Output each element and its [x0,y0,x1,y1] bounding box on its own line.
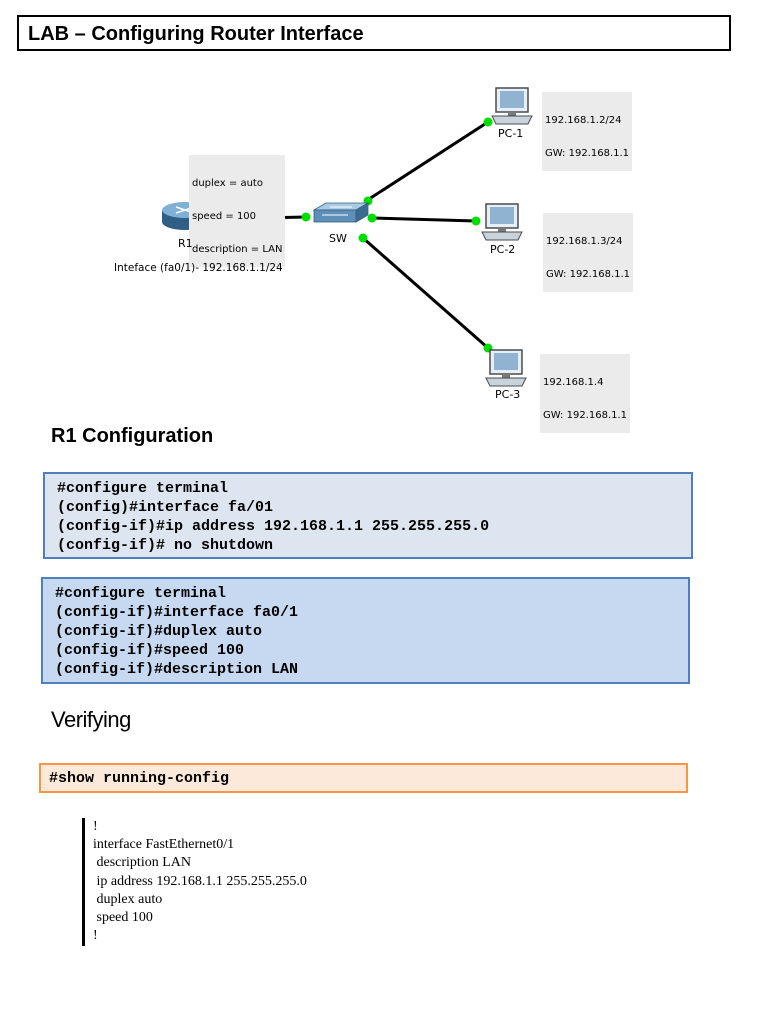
pc1-ip: 192.168.1.2/24 [545,115,622,126]
config-block-2: #configure terminal (config-if)#interfac… [41,577,690,684]
link-sw-pc2 [371,216,477,223]
link-light [367,213,377,223]
output-line: interface FastEthernet0/1 [93,837,235,853]
page-title: LAB – Configuring Router Interface [28,23,364,45]
link-light [358,233,368,243]
show-command-box: #show running-config [39,763,688,793]
config-line: (config-if)#speed 100 [55,642,245,659]
setting-description: description = LAN [192,244,283,255]
r1-config-heading: R1 Configuration [51,425,214,447]
link-sw-pc3 [362,236,489,350]
switch-label: SW [329,232,347,245]
output-line: duplex auto [93,891,163,907]
pc-icon [491,87,533,125]
pc1-address-note: 192.168.1.2/24 GW: 192.168.1.1 [542,92,633,171]
config-line: (config-if)#description LAN [55,661,299,678]
running-config-output: ! interface FastEthernet0/1 description … [82,818,307,946]
config-line: #configure terminal [55,585,227,602]
config-line: (config-if)#ip address 192.168.1.1 255.2… [57,518,490,535]
title-box: LAB – Configuring Router Interface [17,15,731,51]
pc3-label: PC-3 [495,388,521,401]
link-sw-pc1 [365,120,489,203]
output-line: speed 100 [93,910,153,926]
config-line: (config)#interface fa/01 [57,499,274,516]
pc3-ip: 192.168.1.4 [543,377,604,388]
output-line: ! [93,928,98,944]
pc-icon [485,349,527,387]
verifying-heading: Verifying [51,707,131,732]
config-line: (config-if)# no shutdown [57,537,274,554]
switch-icon [312,202,370,223]
network-diagram [162,87,533,387]
output-line: ip address 192.168.1.1 255.255.255.0 [93,873,307,889]
pc3-address-note: 192.168.1.4 GW: 192.168.1.1 [540,354,631,433]
pc1-label: PC-1 [498,127,524,140]
link-light [471,216,481,226]
pc-icon [481,203,523,241]
router-label: R1 [178,237,193,250]
interface-settings-note: duplex = auto speed = 100 description = … [189,155,286,267]
config-line: (config-if)#duplex auto [55,623,263,640]
router-interface-note: Inteface (fa0/1)- 192.168.1.1/24 [114,262,283,274]
show-command: #show running-config [49,770,230,787]
link-light [483,117,493,127]
config-line: #configure terminal [57,480,229,497]
output-line: ! [93,819,98,834]
pc2-gw: GW: 192.168.1.1 [546,269,631,280]
pc1-gw: GW: 192.168.1.1 [545,148,630,159]
pc2-ip: 192.168.1.3/24 [546,236,623,247]
pc2-address-note: 192.168.1.3/24 GW: 192.168.1.1 [543,213,634,292]
pc2-label: PC-2 [490,243,516,256]
config-block-1: #configure terminal (config)#interface f… [43,472,693,559]
pc3-gw: GW: 192.168.1.1 [543,410,628,421]
output-line: description LAN [93,855,191,871]
setting-duplex: duplex = auto [192,178,263,189]
config-line: (config-if)#interface fa0/1 [55,604,299,621]
setting-speed: speed = 100 [192,211,257,222]
link-light [301,212,311,222]
